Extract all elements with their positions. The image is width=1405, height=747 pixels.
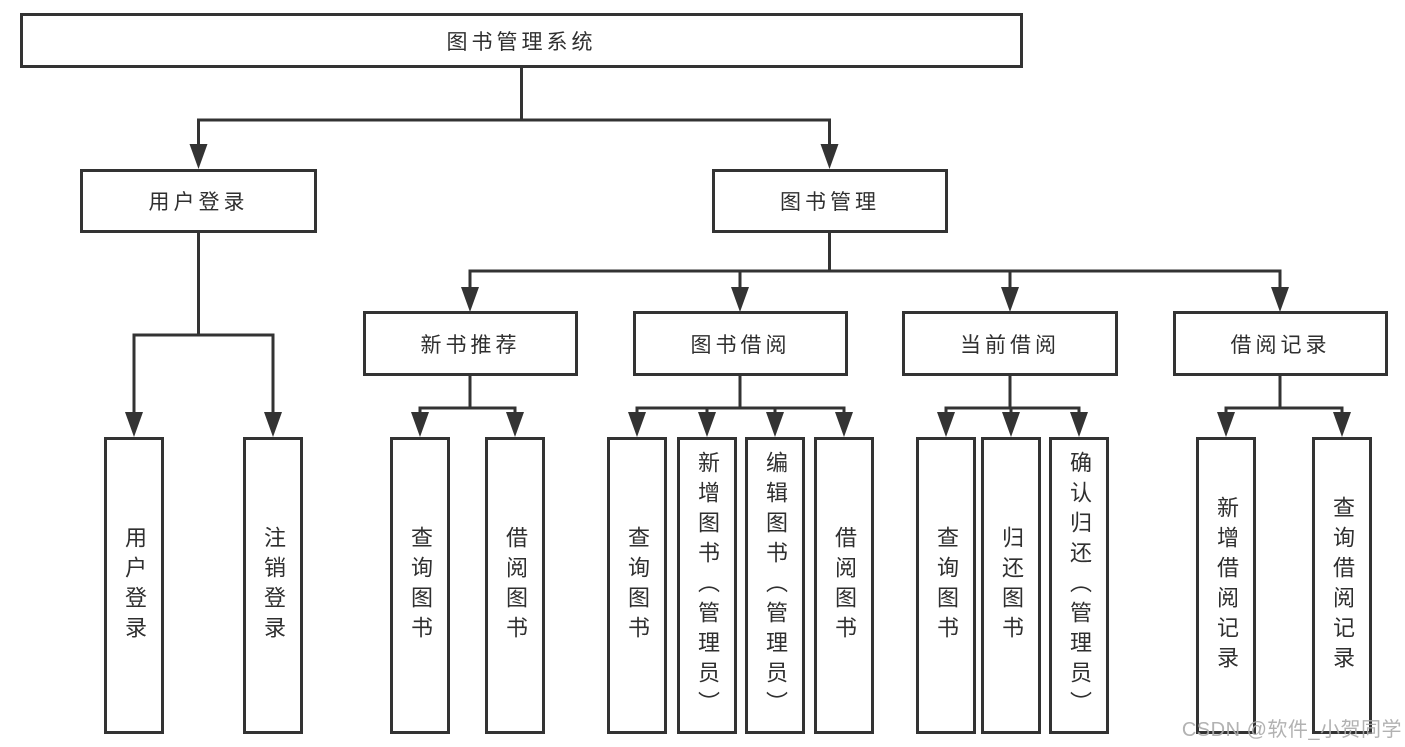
node-user-login: 用户登录 (80, 169, 317, 233)
connector-book-management-to-level3 (468, 231, 1282, 290)
leaf-borrow-book: 借阅图书 (814, 437, 874, 734)
arrow-down-icon (411, 412, 429, 437)
node-borrow-records: 借阅记录 (1173, 311, 1388, 376)
arrow-down-icon (1070, 412, 1088, 437)
leaf-borrow-query-book: 查询图书 (607, 437, 667, 734)
node-book-borrow: 图书借阅 (633, 311, 848, 376)
leaf-confirm-return-admin-label: 确认归还（管理员） (1067, 450, 1092, 721)
leaf-newbooks-query-book-label: 查询图书 (408, 525, 433, 646)
connector-new-book-to-leaves (418, 374, 517, 416)
leaf-query-borrow-record: 查询借阅记录 (1312, 437, 1372, 734)
arrow-down-icon (1217, 412, 1235, 437)
leaf-current-query-book-label: 查询图书 (934, 525, 959, 646)
connector-book-borrow-to-leaves (635, 374, 846, 416)
leaf-add-borrow-record-label: 新增借阅记录 (1214, 495, 1239, 676)
arrow-down-icon (937, 412, 955, 437)
node-current-borrow-label: 当前借阅 (960, 333, 1060, 357)
watermark: CSDN @软件_小贺同学 (1181, 719, 1402, 741)
leaf-return-book: 归还图书 (981, 437, 1041, 734)
arrow-down-icon (628, 412, 646, 437)
leaf-confirm-return-admin: 确认归还（管理员） (1049, 437, 1109, 734)
arrow-down-icon (1001, 287, 1019, 312)
leaf-user-login-label: 用户登录 (122, 525, 147, 646)
leaf-newbooks-borrow-book: 借阅图书 (485, 437, 545, 734)
node-borrow-records-label: 借阅记录 (1230, 333, 1331, 357)
leaf-return-book-label: 归还图书 (999, 525, 1024, 646)
arrow-down-icon (766, 412, 784, 437)
leaf-borrow-query-book-label: 查询图书 (625, 525, 650, 646)
node-book-management: 图书管理 (712, 169, 948, 233)
leaf-newbooks-query-book: 查询图书 (390, 437, 450, 734)
leaf-edit-book-admin-label: 编辑图书（管理员） (763, 450, 788, 721)
arrow-down-icon (264, 412, 282, 437)
arrow-down-icon (461, 287, 479, 312)
connector-user-login-to-leaves (132, 231, 275, 415)
node-user-login-label: 用户登录 (148, 191, 249, 214)
leaf-current-query-book: 查询图书 (916, 437, 976, 734)
connector-borrow-records-to-leaves (1224, 374, 1344, 416)
node-new-book-recommend-label: 新书推荐 (420, 333, 521, 357)
leaf-edit-book-admin: 编辑图书（管理员） (745, 437, 805, 734)
node-root-label: 图书管理系统 (446, 30, 597, 54)
leaf-add-borrow-record: 新增借阅记录 (1196, 437, 1256, 734)
leaf-user-login: 用户登录 (104, 437, 164, 734)
leaf-logout-login: 注销登录 (243, 437, 303, 734)
leaf-add-book-admin-label: 新增图书（管理员） (695, 450, 720, 721)
node-book-borrow-label: 图书借阅 (690, 333, 791, 357)
arrow-down-icon (125, 412, 143, 437)
arrow-down-icon (506, 412, 524, 437)
connector-root-to-level2 (197, 66, 831, 147)
node-book-management-label: 图书管理 (780, 191, 880, 214)
leaf-add-book-admin: 新增图书（管理员） (677, 437, 737, 734)
arrow-down-icon (189, 144, 208, 169)
arrow-down-icon (1333, 412, 1351, 437)
node-current-borrow: 当前借阅 (902, 311, 1118, 376)
arrowheads (125, 144, 1351, 437)
leaf-newbooks-borrow-book-label: 借阅图书 (503, 525, 528, 646)
arrow-down-icon (1271, 287, 1289, 312)
arrow-down-icon (731, 287, 749, 312)
node-root: 图书管理系统 (20, 13, 1023, 68)
connector-current-borrow-to-leaves (944, 374, 1081, 416)
arrow-down-icon (1002, 412, 1020, 437)
node-new-book-recommend: 新书推荐 (363, 311, 578, 376)
leaf-borrow-book-label: 借阅图书 (832, 525, 857, 646)
arrow-down-icon (698, 412, 716, 437)
arrow-down-icon (835, 412, 853, 437)
leaf-query-borrow-record-label: 查询借阅记录 (1330, 495, 1355, 676)
leaf-logout-login-label: 注销登录 (261, 525, 286, 646)
arrow-down-icon (820, 144, 839, 169)
